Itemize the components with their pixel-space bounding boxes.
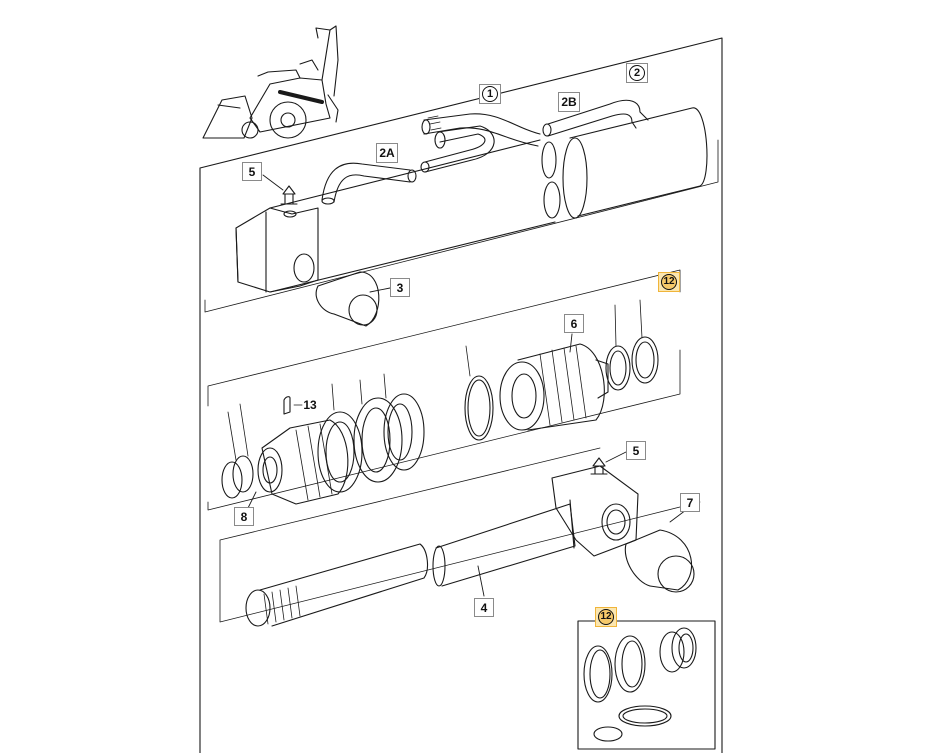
callout-13[interactable]: 13 [303,398,317,412]
callout-2a[interactable]: 2A [376,143,398,163]
o-ring-large [464,375,494,441]
grease-nipple-lower-icon [590,457,608,475]
grease-nipple-icon [280,185,298,205]
piston-group-bracket [207,269,681,407]
gland-8 [257,419,349,505]
pin-7 [624,529,695,593]
callout-5-lower[interactable]: 5 [626,441,646,460]
callout-4[interactable]: 4 [474,598,494,617]
pipe-2a [321,162,417,205]
rod-group-bracket [219,447,701,623]
callout-8[interactable]: 8 [234,507,254,526]
diagram-frame [199,37,723,753]
cylinder-barrel [204,107,719,313]
callout-1[interactable]: 1 [479,84,501,104]
pin-3 [315,271,380,327]
seal-ring-12a [605,345,631,391]
callout-2b[interactable]: 2B [558,92,580,112]
rod-eye [551,465,639,557]
callout-2[interactable]: 2 [626,63,648,83]
circlip [221,461,243,499]
seal-ring-12b [631,336,659,384]
backhoe-loader-icon [202,25,339,139]
pipe-1 [420,113,541,173]
seal-kit-inset [577,620,716,750]
callout-3[interactable]: 3 [390,278,410,297]
piston-head-6 [499,343,609,431]
callout-12-highlighted[interactable]: 12 [658,272,680,292]
callout-12-inset-highlighted[interactable]: 12 [595,607,617,627]
pipe-2b [542,99,649,137]
callout-7[interactable]: 7 [680,493,700,512]
callout-5-top[interactable]: 5 [242,162,262,181]
piston-rod-4 [245,503,576,627]
callout-6[interactable]: 6 [564,314,584,333]
